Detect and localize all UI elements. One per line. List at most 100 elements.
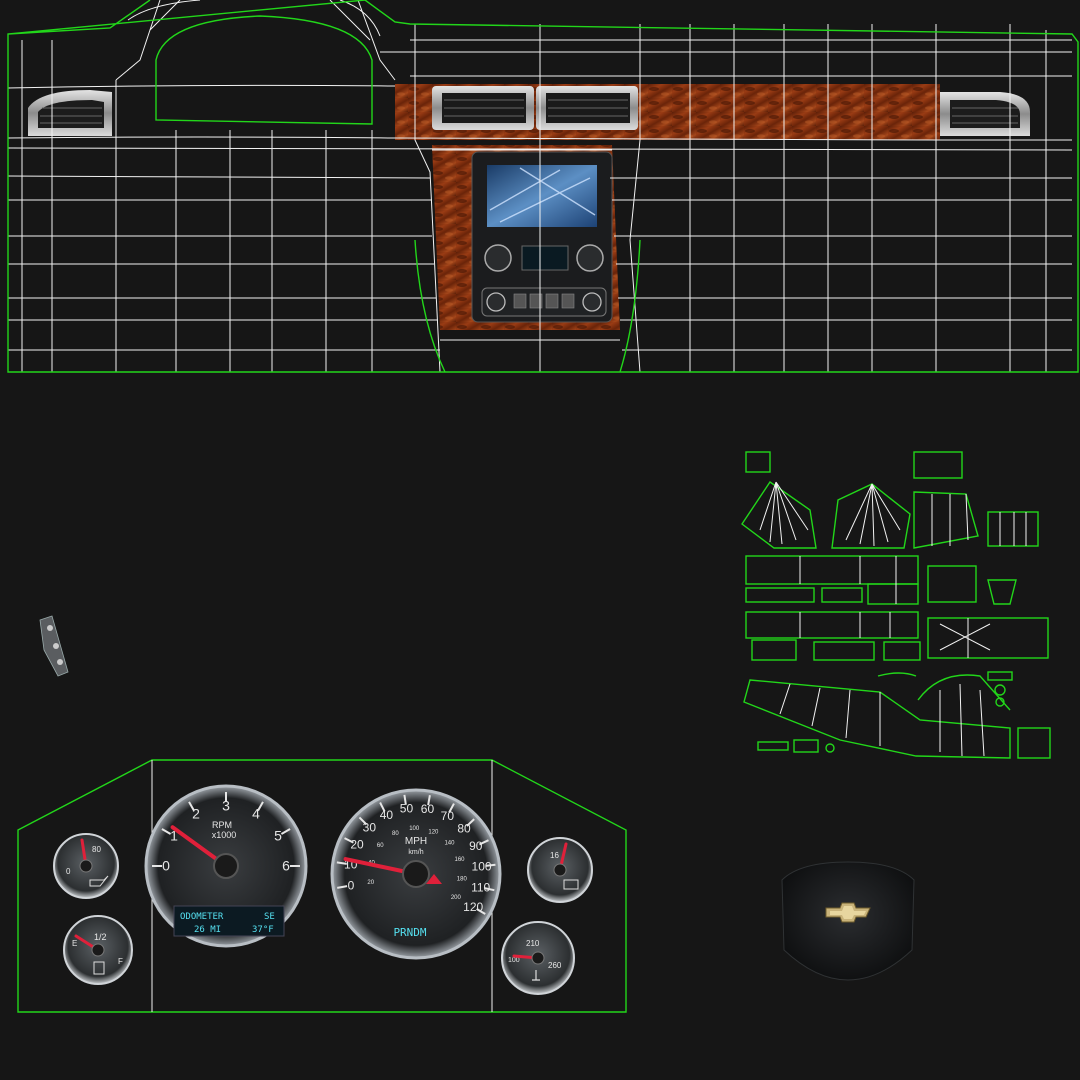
- steering-wheel-hub: [781, 861, 915, 981]
- battery-icon: [563, 879, 579, 890]
- speedo-label: 80: [457, 822, 471, 836]
- nav-screen: [487, 165, 597, 227]
- tach-hub: [213, 853, 239, 879]
- oil-can-icon: [89, 875, 109, 887]
- radio-knob-left: [484, 244, 512, 272]
- vent-center-right: [536, 86, 638, 130]
- speedo-tick: [484, 887, 495, 892]
- speedo-inner-label: 120: [428, 829, 439, 835]
- tach-lcd-left-value: 26 MI: [194, 925, 221, 935]
- fuel-label-half: 1/2: [94, 932, 107, 942]
- coolant-temp-gauge: 210 100 260: [501, 921, 575, 995]
- speedo-label: 90: [469, 839, 483, 853]
- speedo-inner-labels: 20406080100120140160180200: [367, 826, 467, 901]
- speedo-label: 50: [400, 802, 414, 816]
- oil-pressure-gauge: 80 0: [53, 833, 119, 899]
- dashboard-uv-border: [7, 0, 1079, 373]
- tach-tick: [188, 801, 195, 812]
- speedo-inner-label: 180: [457, 876, 468, 882]
- tach-multiplier-label: x1000: [212, 830, 237, 840]
- fuel-label-empty: E: [72, 939, 77, 948]
- tach-unit-label: RPM: [212, 820, 232, 830]
- speedo-inner-label: 80: [392, 831, 399, 837]
- speedo-label: 20: [350, 837, 364, 851]
- vent-right: [940, 92, 1030, 136]
- tach-label: 6: [282, 858, 290, 874]
- speedo-tick: [358, 816, 368, 826]
- fuel-gauge: 1/2 E F: [63, 915, 133, 985]
- tach-tick: [257, 801, 264, 812]
- temp-label-min: 100: [508, 957, 520, 964]
- speedo-label: 30: [363, 820, 377, 834]
- speedo-tick: [403, 794, 407, 805]
- volt-label-max: 16: [550, 851, 559, 860]
- uv-islands-wire: [759, 481, 1027, 757]
- radio-knob-right: [576, 244, 604, 272]
- speedo-inner-label: 200: [451, 895, 462, 901]
- tach-lcd-right-value: 37°F: [252, 925, 274, 935]
- tach-lcd: [173, 905, 285, 937]
- tach-lcd-left-title: ODOMETER: [180, 912, 224, 922]
- tach-label: 0: [162, 858, 170, 874]
- speedo-label: 100: [472, 859, 492, 873]
- fuel-label-full: F: [118, 957, 123, 966]
- speedo-inner-label: 140: [444, 840, 455, 846]
- oil-label-min: 0: [66, 867, 71, 876]
- speedo-label: 70: [441, 809, 455, 823]
- vent-center-left: [432, 86, 534, 130]
- speedo-tick: [479, 839, 489, 846]
- speedo-label: 110: [471, 880, 490, 894]
- temp-label-max: 260: [548, 961, 562, 970]
- voltage-gauge: 16: [527, 837, 593, 903]
- instrument-hood-cutout: [155, 15, 373, 125]
- dashboard-uv-shell: [7, 0, 1079, 373]
- tach-label: 3: [222, 798, 230, 814]
- temp-label-mid: 210: [526, 939, 540, 948]
- speedo-label: 60: [421, 802, 435, 816]
- speedo-unit-sub-label: km/h: [408, 849, 423, 856]
- wheel-control-buttons: [39, 615, 69, 677]
- dashboard-wire-horizontal: [7, 39, 1073, 351]
- speedo-inner-label: 20: [367, 880, 374, 886]
- speedo-hub: [402, 860, 430, 888]
- speedo-tick: [476, 908, 486, 915]
- speedo-tick: [337, 885, 348, 889]
- tach-tick: [280, 828, 291, 835]
- speedo-tick: [379, 802, 386, 812]
- tach-tick-marks: [152, 792, 300, 867]
- thermometer-icon: [532, 970, 540, 981]
- chevrolet-bowtie-icon: [825, 902, 871, 923]
- vent-left: [28, 90, 112, 136]
- speedo-label: 0: [348, 878, 355, 892]
- tach-label: 4: [252, 806, 260, 822]
- oil-label-max: 80: [92, 845, 101, 854]
- tach-tick: [161, 828, 172, 835]
- tach-label: 5: [274, 828, 282, 844]
- dashboard-wire-vertical: [21, 0, 1047, 373]
- speedo-tick: [344, 837, 354, 844]
- tach-label: 2: [192, 806, 200, 822]
- speedo-tick: [427, 795, 431, 806]
- gear-indicator: PRNDM: [393, 926, 426, 939]
- speedo-tick-marks: [336, 794, 496, 915]
- uv-islands-cluster: [741, 451, 1051, 759]
- speedo-tick: [448, 803, 455, 813]
- tach-lcd-right-title: SE: [264, 912, 275, 922]
- hvac-panel: [481, 287, 607, 317]
- fuel-pump-icon: [93, 961, 105, 975]
- speedo-inner-label: 100: [409, 826, 420, 832]
- warning-icon: [426, 874, 442, 884]
- speedo-unit-label: MPH: [405, 836, 427, 847]
- speedo-tick: [466, 818, 475, 827]
- radio-display: [521, 245, 569, 271]
- speedo-label: 120: [463, 900, 483, 914]
- speedo-inner-label: 60: [377, 843, 384, 849]
- speedo-inner-label: 160: [455, 857, 466, 863]
- speedo-tick: [336, 861, 347, 865]
